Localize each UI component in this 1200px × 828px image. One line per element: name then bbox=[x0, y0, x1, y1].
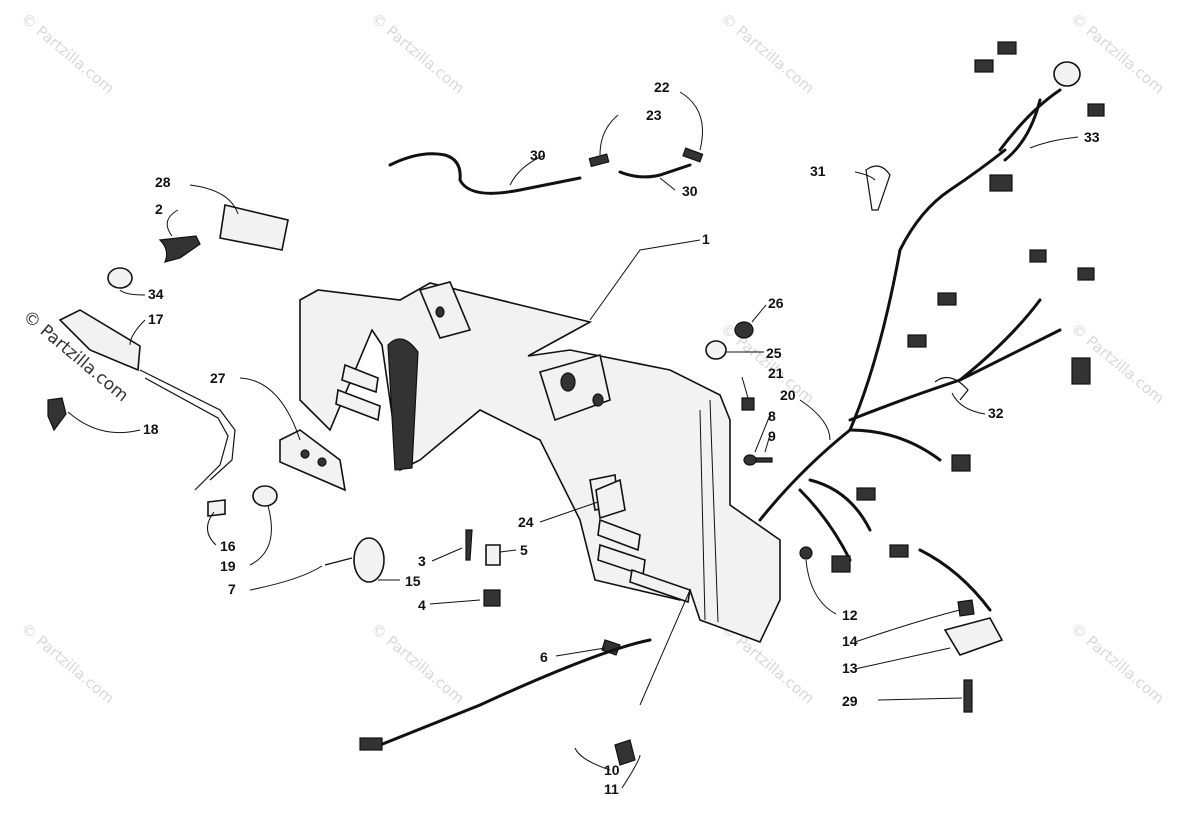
clip-16 bbox=[207, 499, 226, 517]
wiring-harness bbox=[758, 41, 1105, 612]
switch-cable bbox=[144, 377, 229, 491]
callout-22: 22 bbox=[654, 79, 670, 95]
callout-30: 30 bbox=[682, 183, 698, 199]
callout-27: 27 bbox=[210, 370, 226, 386]
lower-cable-plug bbox=[359, 737, 383, 751]
watermark: © Partzilla.com bbox=[717, 319, 817, 407]
clip-31 bbox=[865, 165, 891, 211]
callout-15: 15 bbox=[405, 573, 421, 589]
clamp-32 bbox=[934, 376, 969, 401]
switch-cable bbox=[139, 369, 236, 481]
screw-3 bbox=[465, 529, 473, 561]
callout-21: 21 bbox=[768, 365, 784, 381]
callout-33: 33 bbox=[1084, 129, 1100, 145]
washer-21 bbox=[741, 397, 755, 411]
connector-10 bbox=[614, 739, 636, 766]
callouts: 1 2 3 4 5 6 7 8 9 10 11 12 13 14 15 16 1… bbox=[143, 79, 1100, 797]
callout-2: 2 bbox=[155, 201, 163, 217]
callout-20: 20 bbox=[780, 387, 796, 403]
callout-19: 19 bbox=[220, 558, 236, 574]
grommet-25 bbox=[705, 340, 727, 360]
callout-10: 10 bbox=[604, 762, 620, 778]
bracket-4 bbox=[483, 589, 501, 607]
callout-25: 25 bbox=[766, 345, 782, 361]
watermark: © Partzilla.com bbox=[17, 619, 117, 707]
callout-13: 13 bbox=[842, 660, 858, 676]
callout-26: 26 bbox=[768, 295, 784, 311]
callout-12: 12 bbox=[842, 607, 858, 623]
nut-14 bbox=[957, 599, 975, 617]
knob-2 bbox=[158, 235, 201, 263]
plate-27 bbox=[279, 429, 347, 492]
switch-17 bbox=[58, 309, 141, 372]
fitting-23 bbox=[588, 153, 610, 168]
callout-8: 8 bbox=[768, 408, 776, 424]
plate-28 bbox=[219, 204, 289, 251]
fitting-22 bbox=[682, 147, 704, 163]
watermark: © Partzilla.com bbox=[717, 9, 817, 97]
hose-short bbox=[618, 163, 692, 179]
lower-cable bbox=[378, 638, 652, 747]
grommet-15 bbox=[353, 537, 385, 583]
callout-30: 30 bbox=[530, 147, 546, 163]
switch-19 bbox=[252, 485, 278, 507]
watermark: © Partzilla.com bbox=[1067, 619, 1167, 707]
leader-lines bbox=[67, 91, 1079, 789]
hose bbox=[388, 152, 582, 195]
watermark: © Partzilla.com bbox=[367, 9, 467, 97]
callout-29: 29 bbox=[842, 693, 858, 709]
screw-9 bbox=[755, 457, 773, 463]
callout-16: 16 bbox=[220, 538, 236, 554]
callout-24: 24 bbox=[518, 514, 534, 530]
watermark: © Partzilla.com bbox=[17, 9, 117, 97]
console-panel bbox=[299, 281, 781, 644]
clip-5 bbox=[485, 544, 501, 566]
callout-3: 3 bbox=[418, 553, 426, 569]
callout-9: 9 bbox=[768, 428, 776, 444]
bolt-29 bbox=[963, 679, 973, 713]
watermark: © Partzilla.com bbox=[367, 619, 467, 707]
bracket-24 bbox=[595, 478, 626, 520]
washer-8 bbox=[743, 454, 757, 466]
callout-23: 23 bbox=[646, 107, 662, 123]
callout-7: 7 bbox=[228, 581, 236, 597]
callout-4: 4 bbox=[418, 597, 426, 613]
nut-26 bbox=[734, 321, 754, 339]
watermark: © Partzilla.com bbox=[1067, 9, 1167, 97]
callout-32: 32 bbox=[988, 405, 1004, 421]
callout-1: 1 bbox=[702, 231, 710, 247]
callout-6: 6 bbox=[540, 649, 548, 665]
regulator-13 bbox=[943, 617, 1004, 656]
callout-14: 14 bbox=[842, 633, 858, 649]
bulb-7 bbox=[324, 557, 353, 566]
callout-11: 11 bbox=[604, 781, 619, 797]
callout-18: 18 bbox=[143, 421, 159, 437]
callout-5: 5 bbox=[520, 542, 528, 558]
washer-12 bbox=[799, 546, 813, 560]
key-18 bbox=[47, 397, 67, 432]
nut-34 bbox=[107, 267, 133, 289]
callout-34: 34 bbox=[148, 286, 164, 302]
callout-31: 31 bbox=[810, 163, 826, 179]
callout-17: 17 bbox=[148, 311, 164, 327]
callout-28: 28 bbox=[155, 174, 171, 190]
